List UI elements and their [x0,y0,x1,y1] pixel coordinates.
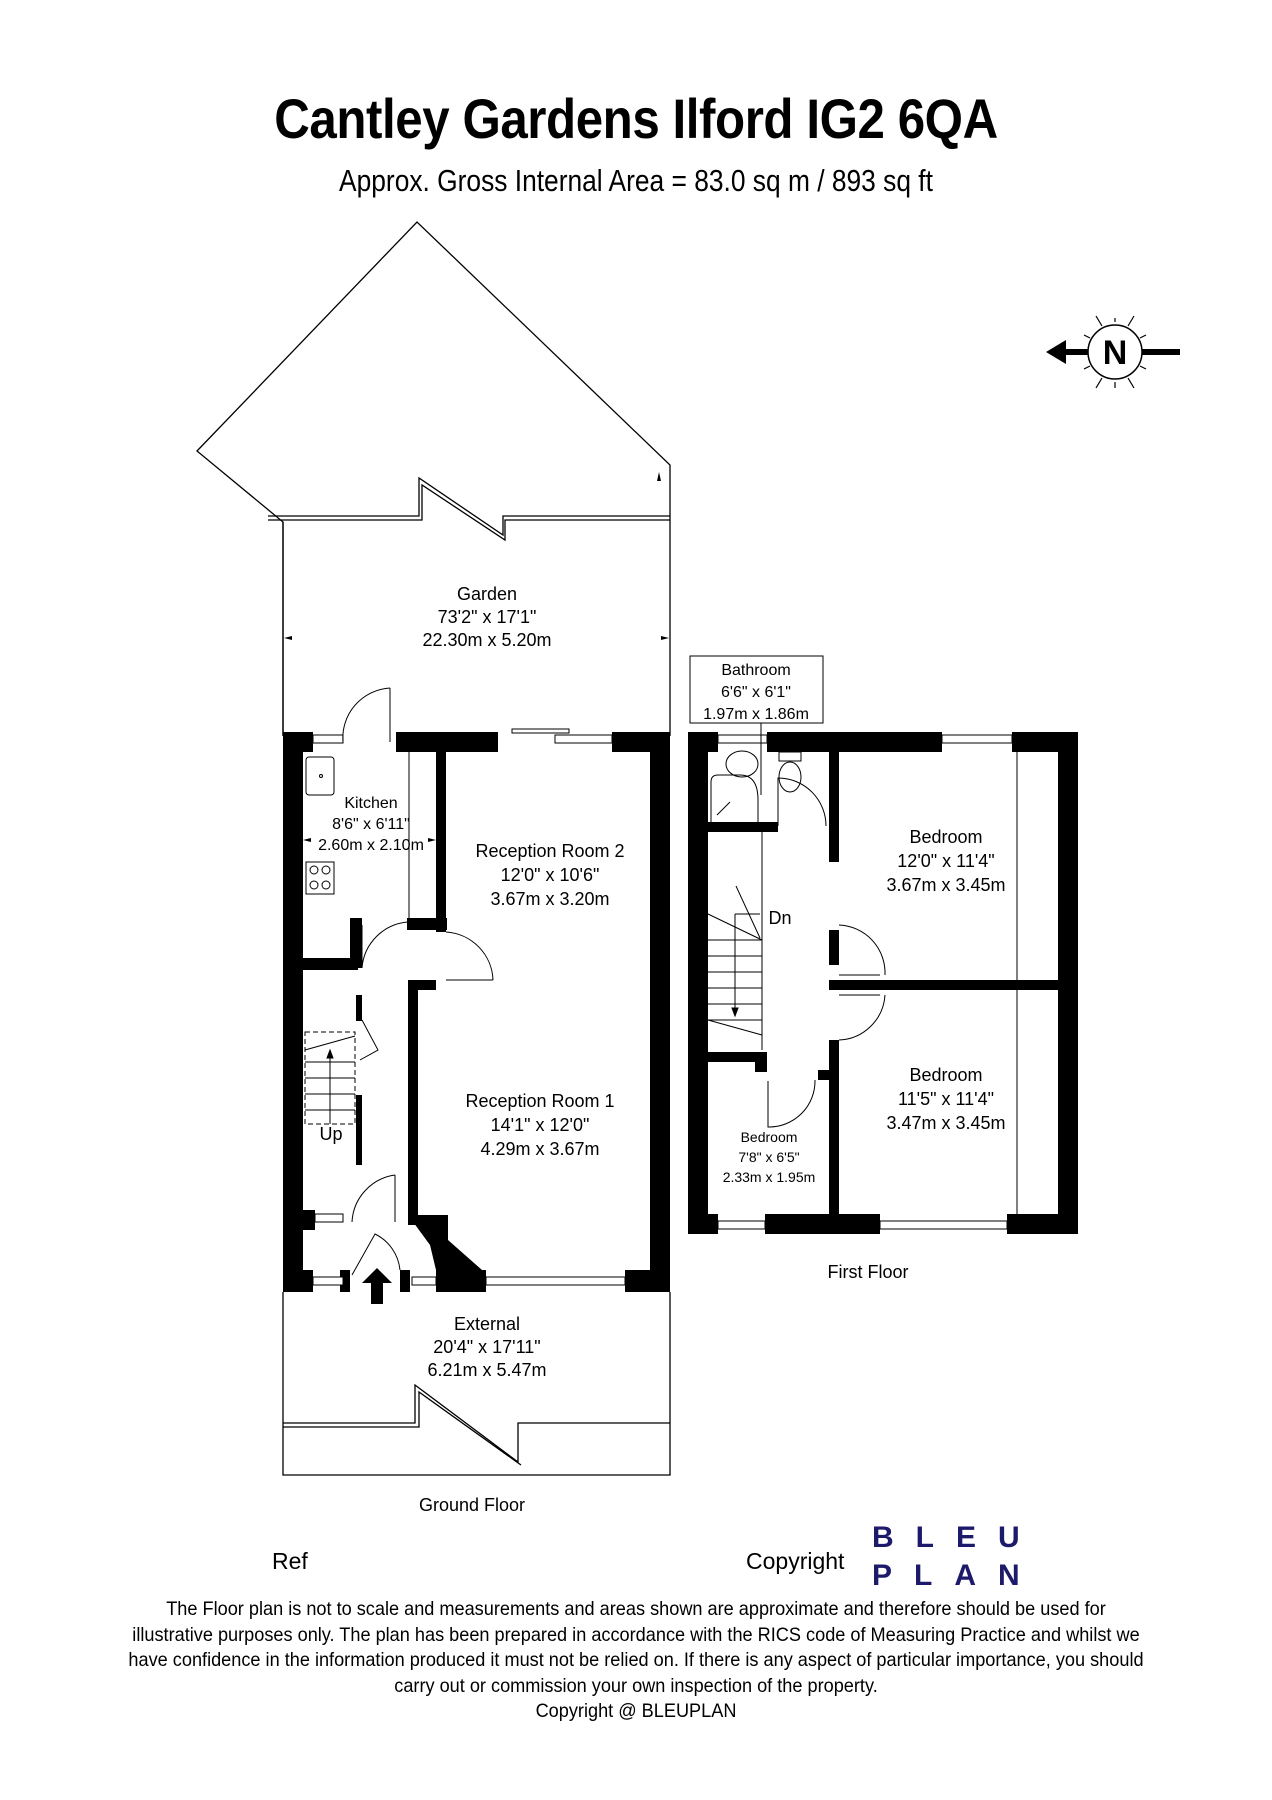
garden-outline [196,221,671,736]
svg-text:6'6" x 6'1": 6'6" x 6'1" [721,684,791,701]
svg-text:Reception Room 2: Reception Room 2 [475,841,624,861]
room-label-reception-room-2: Reception Room 2 12'0" x 10'6" 3.67m x 3… [475,841,624,909]
staircase-down-icon [707,832,763,1050]
disclaimer-line: carry out or commission your own inspect… [394,1674,878,1697]
external-area-outline [282,1292,671,1476]
room-label-bedroom-2: Bedroom 11'5" x 11'4" 3.47m x 3.45m [886,1065,1005,1133]
ref-label: Ref [272,1548,308,1574]
ground-floor-windows [312,728,626,1286]
north-arrow-compass-icon: N [1046,315,1180,389]
room-label-bedroom-3: Bedroom 7'8" x 6'5" 2.33m x 1.95m [723,1129,816,1185]
ground-floor-label: Ground Floor [419,1495,525,1515]
svg-text:3.67m x 3.20m: 3.67m x 3.20m [490,889,609,909]
hob-icon [305,861,335,895]
svg-text:Bathroom: Bathroom [721,662,790,679]
svg-text:2.33m x 1.95m: 2.33m x 1.95m [723,1169,816,1185]
copyright-line: Copyright @ BLEUPLAN [535,1700,737,1722]
room-label-external: External 20'4" x 17'11" 6.21m x 5.47m [427,1314,546,1380]
svg-text:Reception Room 1: Reception Room 1 [465,1091,614,1111]
room-label-garden: Garden 73'2" x 17'1" 22.30m x 5.20m [422,584,551,650]
svg-text:External: External [454,1314,520,1334]
kitchen-sink-icon [305,756,335,796]
shower-icon [710,774,759,822]
svg-text:3.47m x 3.45m: 3.47m x 3.45m [886,1113,1005,1133]
svg-text:Bedroom: Bedroom [741,1129,798,1145]
disclaimer-line: illustrative purposes only. The plan has… [132,1623,1140,1646]
svg-text:11'5" x 11'4": 11'5" x 11'4" [898,1089,994,1109]
svg-text:12'0" x 10'6": 12'0" x 10'6" [501,865,600,885]
entrance-arrow-icon [362,1268,392,1304]
svg-text:N: N [1103,334,1128,372]
svg-text:73'2" x 17'1": 73'2" x 17'1" [438,607,537,627]
disclaimer: The Floor plan is not to scale and measu… [72,1597,1199,1725]
first-floor-windows [717,734,1013,1230]
room-label-reception-room-1: Reception Room 1 14'1" x 12'0" 4.29m x 3… [465,1091,614,1159]
svg-text:6.21m x 5.47m: 6.21m x 5.47m [427,1360,546,1380]
copyright-label: Copyright [746,1548,845,1574]
svg-text:20'4" x 17'11": 20'4" x 17'11" [433,1337,540,1357]
svg-text:12'0" x 11'4": 12'0" x 11'4" [897,851,994,871]
svg-text:14'1" x 12'0": 14'1" x 12'0" [491,1115,590,1135]
svg-text:7'8" x 6'5": 7'8" x 6'5" [738,1149,799,1165]
first-floor-plan: Dn Bathroom 6'6" x 6'1" 1.97m x 1.86m Be… [688,655,1078,1282]
room-label-kitchen: Kitchen 8'6" x 6'11" 2.60m x 2.10m [318,795,424,854]
ground-floor-walls [283,732,670,1292]
room-label-bedroom-1: Bedroom 12'0" x 11'4" 3.67m x 3.45m [886,827,1005,895]
first-floor-walls [688,732,1078,1234]
svg-text:Garden: Garden [457,584,517,604]
first-floor-label: First Floor [828,1262,909,1282]
staircase-up-icon [304,1031,356,1125]
svg-text:3.67m x 3.45m: 3.67m x 3.45m [886,875,1005,895]
logo-line-2: PLAN [872,1559,1042,1592]
toilet-icon [778,751,802,793]
first-floor-doors [767,777,886,1128]
room-label-bathroom: Bathroom 6'6" x 6'1" 1.97m x 1.86m [703,662,809,723]
svg-text:8'6" x 6'11": 8'6" x 6'11" [332,816,410,833]
svg-text:Bedroom: Bedroom [909,1065,982,1085]
disclaimer-line: have confidence in the information produ… [128,1649,1144,1671]
disclaimer-line: The Floor plan is not to scale and measu… [166,1598,1106,1620]
svg-text:Kitchen: Kitchen [344,795,397,812]
gross-internal-area: Approx. Gross Internal Area = 83.0 sq m … [339,163,933,198]
svg-text:1.97m x 1.86m: 1.97m x 1.86m [703,706,809,723]
bleuplan-logo: BLEU PLAN [872,1519,1042,1595]
washbasin-icon [725,750,759,778]
stairs-up-label: Up [319,1124,342,1144]
svg-text:4.29m x 3.67m: 4.29m x 3.67m [480,1139,599,1159]
svg-text:2.60m x 2.10m: 2.60m x 2.10m [318,837,424,854]
ground-floor-plan: Up Garden 73'2" x 17'1" 22.30m x 5.20m K… [196,221,671,1515]
logo-line-1: BLEU [872,1521,1042,1554]
ground-floor-doors [342,687,494,1276]
page-title: Cantley Gardens Ilford IG2 6QA [274,87,998,150]
svg-text:Bedroom: Bedroom [909,827,982,847]
stairs-down-label: Dn [768,908,791,928]
svg-text:22.30m x 5.20m: 22.30m x 5.20m [422,630,551,650]
